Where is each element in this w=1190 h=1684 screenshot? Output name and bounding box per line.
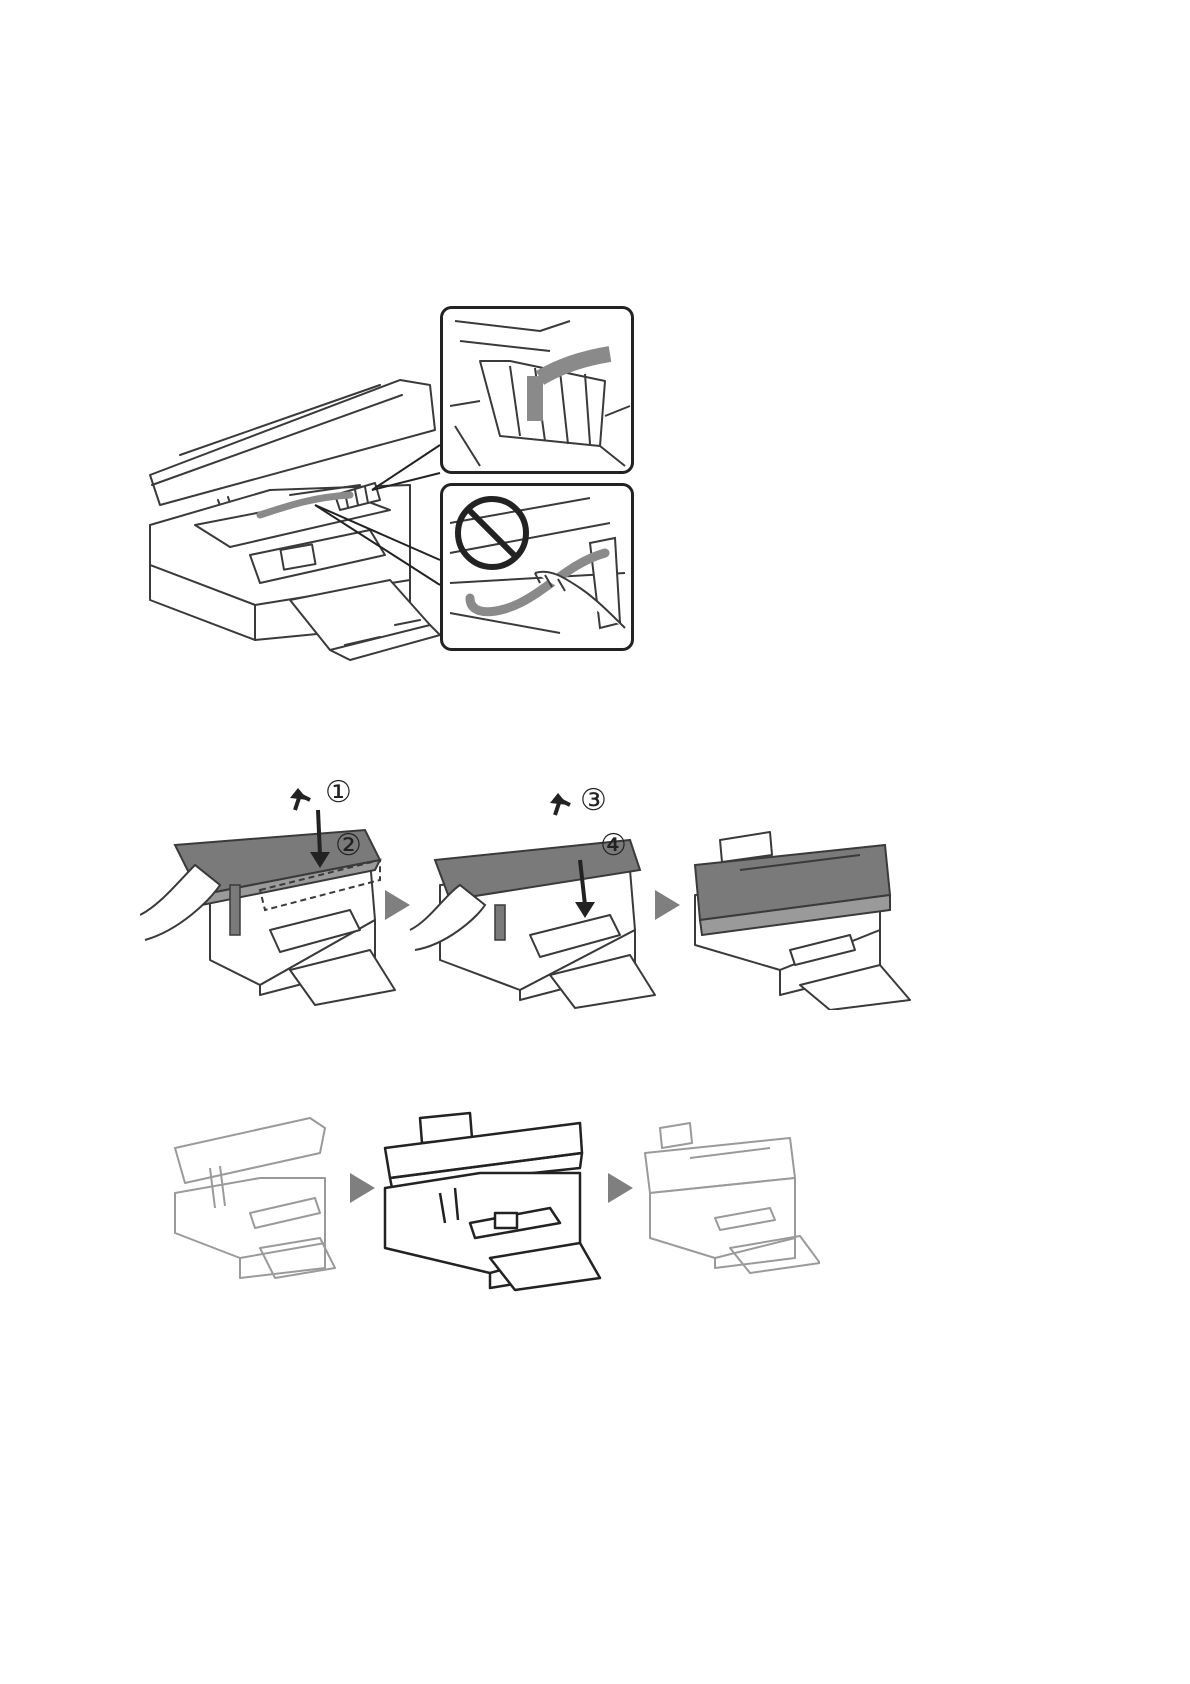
printer-state-closed bbox=[645, 1123, 820, 1273]
printer-state-closing bbox=[385, 1113, 600, 1290]
figure-printer-sequence-illustration bbox=[170, 1108, 820, 1293]
step-4-label: ④ bbox=[600, 828, 627, 863]
prohibited-sign-icon bbox=[440, 483, 634, 651]
step-2-label: ② bbox=[335, 828, 362, 863]
right-triangle-arrow-icon bbox=[608, 1173, 633, 1203]
step-panel-3 bbox=[695, 832, 910, 1010]
right-triangle-arrow-icon bbox=[655, 890, 680, 920]
right-triangle-arrow-icon bbox=[385, 890, 410, 920]
printer-state-open bbox=[175, 1118, 335, 1278]
tape-on-cartridge-icon bbox=[440, 306, 634, 474]
figure-close-scanner-illustration: ① ② ③ ④ bbox=[140, 770, 920, 1010]
figure-close-scanner-steps: ① ② ③ ④ bbox=[140, 770, 920, 1010]
step-panel-2: ③ ④ bbox=[410, 783, 655, 1008]
step-panel-1: ① ② bbox=[140, 775, 395, 1005]
figure-printer-sequence bbox=[170, 1108, 820, 1293]
step-3-label: ③ bbox=[580, 783, 607, 818]
right-triangle-arrow-icon bbox=[350, 1173, 375, 1203]
step-1-label: ① bbox=[325, 775, 352, 810]
callout-tape-on-cartridge bbox=[440, 306, 634, 474]
callout-do-not-touch bbox=[440, 483, 634, 651]
